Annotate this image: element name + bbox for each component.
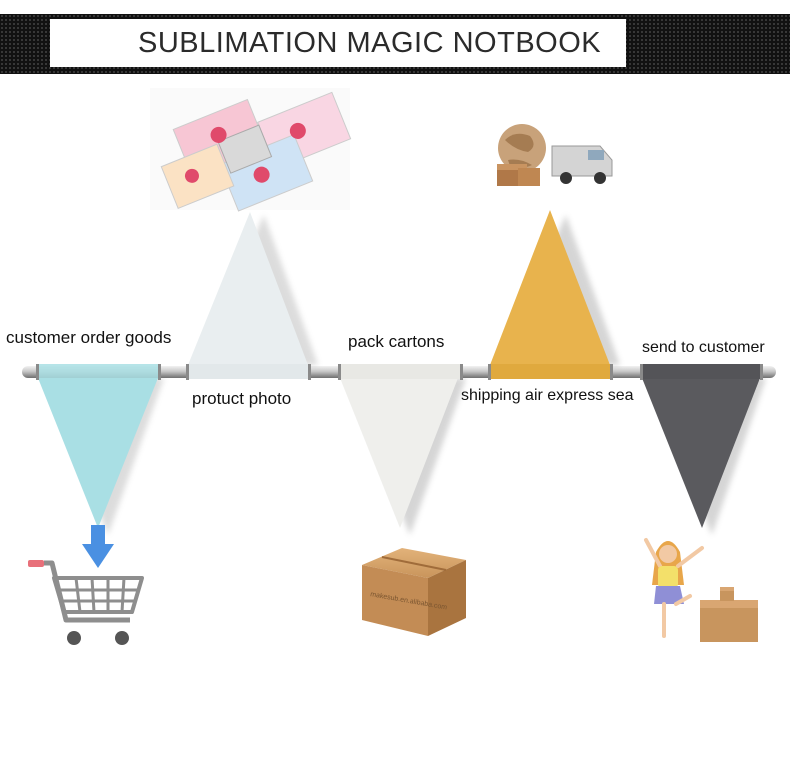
step-3-label: pack cartons — [348, 332, 444, 352]
step-5-pennant — [640, 364, 766, 535]
step-1-label: customer order goods — [6, 328, 171, 348]
globe-truck-icon — [497, 124, 612, 186]
step-3-pennant — [338, 364, 466, 535]
notebook-photo-icon — [150, 69, 360, 231]
step-2-pennant — [186, 212, 318, 379]
cardboard-box-icon: makesub.en.alibaba.com — [362, 548, 466, 636]
step-2-label: protuct photo — [192, 389, 291, 409]
step-4-pennant — [489, 210, 620, 379]
happy-customer-icon — [646, 540, 758, 642]
step-1-pennant — [36, 364, 164, 535]
step-5-label: send to customer — [642, 339, 765, 357]
shopping-cart-icon — [28, 525, 142, 645]
step-4-label: shipping air express sea — [461, 387, 634, 405]
